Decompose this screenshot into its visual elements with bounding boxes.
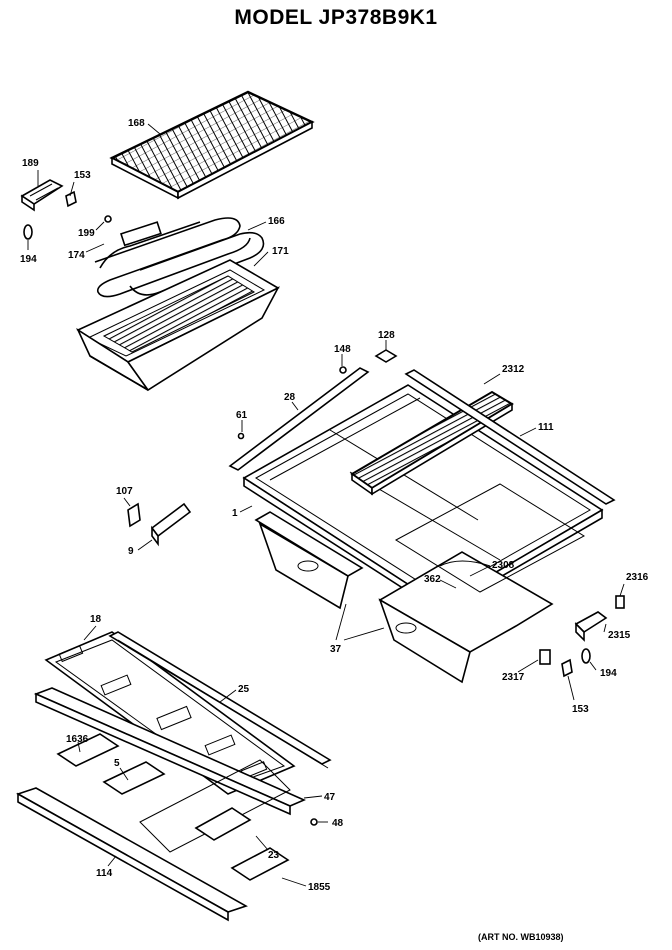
callout-1636: 1636 bbox=[66, 734, 89, 745]
page-title: MODEL JP378B9K1 bbox=[234, 6, 438, 29]
callout-2315: 2315 bbox=[608, 630, 631, 641]
backsplash-part bbox=[108, 631, 332, 769]
art-number: (ART NO. WB10938) bbox=[478, 932, 564, 942]
callout-199: 199 bbox=[78, 228, 95, 239]
callout-labels: 168 189 153 199 174 194 166 171 148 128 … bbox=[20, 118, 649, 893]
callout-2312: 2312 bbox=[502, 364, 525, 375]
board-1636 bbox=[56, 733, 120, 767]
grill-pan-part bbox=[76, 259, 280, 392]
callout-168: 168 bbox=[128, 118, 145, 129]
callout-194-right: 194 bbox=[600, 668, 617, 679]
callout-37: 37 bbox=[330, 644, 342, 655]
board-bracket-23 bbox=[139, 759, 291, 853]
callout-171: 171 bbox=[272, 246, 289, 257]
bracket-107 bbox=[127, 502, 141, 528]
callout-61: 61 bbox=[236, 410, 248, 421]
screw-48 bbox=[310, 818, 318, 826]
callout-107: 107 bbox=[116, 486, 133, 497]
callout-174: 174 bbox=[68, 250, 85, 261]
corner-bracket-128 bbox=[374, 349, 398, 363]
clip-153-right bbox=[561, 658, 573, 678]
callout-111: 111 bbox=[538, 422, 554, 433]
callout-114: 114 bbox=[96, 868, 113, 879]
trim-strip-111 bbox=[404, 369, 616, 505]
callout-128: 128 bbox=[378, 330, 395, 341]
board-1855 bbox=[230, 847, 290, 881]
drip-bowl-left bbox=[254, 511, 364, 610]
callout-166: 166 bbox=[268, 216, 285, 227]
screw-199 bbox=[104, 215, 112, 223]
grommet-194-top bbox=[23, 224, 33, 240]
callout-23: 23 bbox=[268, 850, 280, 861]
callout-2308: 2308 bbox=[492, 560, 515, 571]
callout-362: 362 bbox=[424, 574, 441, 585]
grommet-194-right bbox=[581, 648, 591, 664]
callout-2316: 2316 bbox=[626, 572, 649, 583]
clip-153-top bbox=[65, 190, 77, 208]
callout-189: 189 bbox=[22, 158, 39, 169]
clip-2317 bbox=[539, 649, 551, 665]
callout-2317: 2317 bbox=[502, 672, 525, 683]
callout-18: 18 bbox=[90, 614, 102, 625]
side-bracket-189 bbox=[20, 179, 64, 212]
panel-rear-47 bbox=[33, 687, 306, 816]
callout-5: 5 bbox=[114, 758, 120, 769]
screw-148 bbox=[339, 366, 347, 374]
drip-bowl-right bbox=[378, 551, 554, 684]
heating-element-part bbox=[94, 217, 265, 298]
trim-strip-28 bbox=[228, 367, 370, 471]
board-5 bbox=[102, 761, 166, 795]
bracket-9 bbox=[150, 502, 192, 547]
callout-153-top: 153 bbox=[74, 170, 91, 181]
callout-153-right: 153 bbox=[572, 704, 589, 715]
callout-1: 1 bbox=[232, 508, 238, 519]
callout-28: 28 bbox=[284, 392, 296, 403]
callout-9: 9 bbox=[128, 546, 134, 557]
bottom-cover-114 bbox=[16, 787, 248, 922]
clip-2316 bbox=[615, 595, 625, 609]
leader-lines bbox=[27, 123, 625, 887]
callout-48: 48 bbox=[332, 818, 344, 829]
burner-box-right bbox=[395, 483, 585, 593]
callout-47: 47 bbox=[324, 792, 336, 803]
screw-61 bbox=[237, 432, 245, 440]
callout-148: 148 bbox=[334, 344, 351, 355]
grill-grate-part bbox=[109, 90, 315, 200]
callout-25: 25 bbox=[238, 684, 250, 695]
bracket-2315 bbox=[574, 611, 608, 642]
callout-1855: 1855 bbox=[308, 882, 331, 893]
callout-194-top: 194 bbox=[20, 254, 37, 265]
